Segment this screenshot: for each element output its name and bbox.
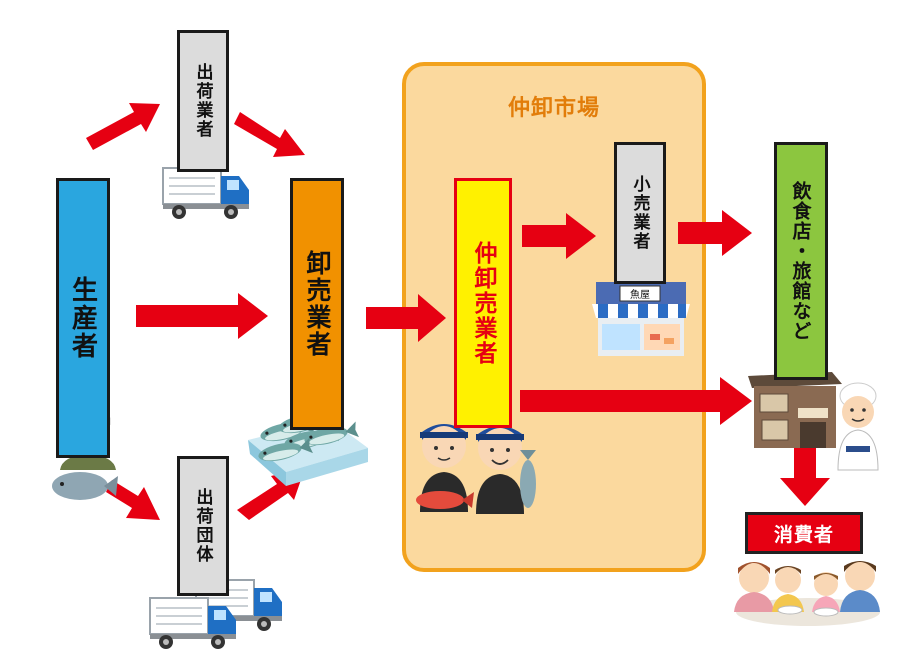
wholesaler-label: 卸売業者 [303,250,332,358]
restaurant-box: 飲食店・旅館など [774,142,828,380]
producer-label: 生産者 [67,276,98,360]
shop-sign-text: 魚屋 [630,288,650,301]
intermediate-wholesaler-box: 仲卸売業者 [454,178,512,428]
fish-crate-icon [248,409,368,486]
producer-box: 生産者 [56,178,110,458]
arrow-shipper-to-wholesaler [234,112,305,157]
consumer-box: 消費者 [745,512,863,554]
retailer-label: 小売業者 [629,175,650,251]
arrow-producer-to-shipper [86,103,160,150]
chef-icon [837,382,879,471]
market-title: 仲卸市場 [507,96,600,121]
restaurant-building-icon [748,372,842,448]
arrow-intermediate-to-retailer [522,213,596,259]
intermediate-wholesaler-label: 仲卸売業者 [470,240,496,366]
truck-icon [162,167,250,220]
family-dining-icon [734,561,880,626]
arrow-producer-to-wholesaler [136,293,268,339]
retailer-box: 小売業者 [614,142,666,284]
arrow-intermediate-to-restaurant [520,377,752,425]
arrow-restaurant-to-consumer [780,448,830,506]
market-workers-icon [416,424,536,514]
shipper-label: 出荷業者 [192,63,213,139]
restaurant-label: 飲食店・旅館など [789,181,812,341]
fish-shop-icon: 魚屋 [592,282,690,356]
arrow-producer-to-group [106,480,160,520]
wholesaler-box: 卸売業者 [290,178,344,430]
shipping-group-box: 出荷団体 [177,456,229,596]
shipping-group-label: 出荷団体 [192,488,213,564]
shipper-box: 出荷業者 [177,30,229,172]
arrow-wholesaler-to-intermediate [366,294,446,342]
arrow-retailer-to-restaurant [678,210,752,256]
